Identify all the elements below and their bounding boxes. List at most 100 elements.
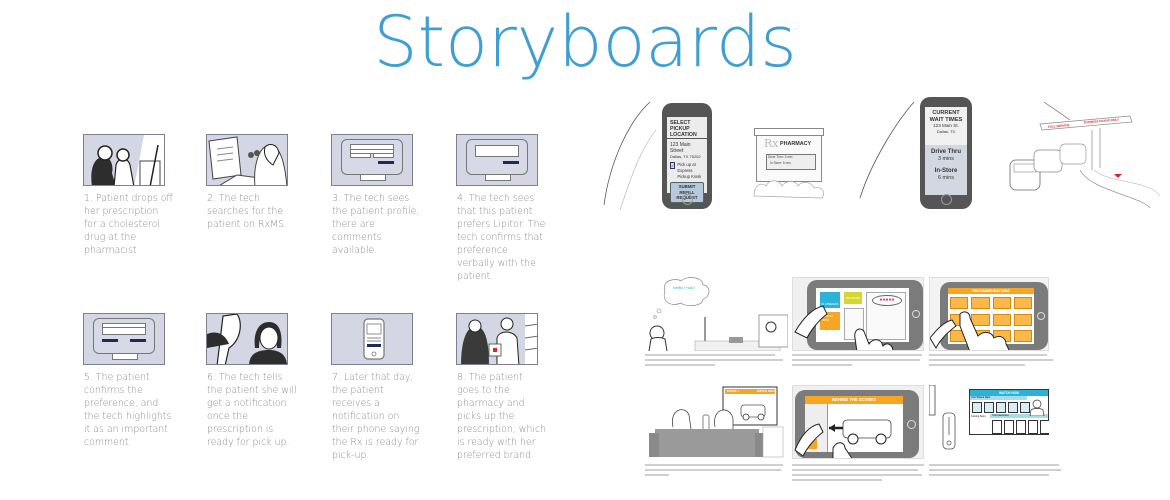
- kiosk-checkbox-label: Pick up at Express Pickup Kiosk: [677, 162, 702, 179]
- tech-patient-illustration: [207, 314, 287, 364]
- behind-the-scenes-header: BEHIND THE SCENES: [805, 396, 903, 404]
- shared-clip-tile[interactable]: [1020, 402, 1030, 413]
- recommendation-tile[interactable]: [950, 297, 969, 309]
- panel-1-illustration: [83, 134, 165, 186]
- favourite-tile[interactable]: [992, 420, 1002, 434]
- shared-clip-tile[interactable]: [972, 402, 982, 413]
- tablet-home-button-icon: [907, 420, 916, 429]
- pickup-counter-illustration: [457, 314, 537, 364]
- panel-3-illustration: [331, 134, 413, 186]
- tv-panel-6-caption: [929, 464, 1170, 479]
- panel-4-illustration: [456, 134, 538, 186]
- recommendation-tile[interactable]: [1013, 313, 1032, 326]
- tv-panel-4: PHASE 1 WATCH NOW: [645, 385, 788, 459]
- phone-wait-times: CURRENT WAIT TIMES 123 Main St. Dallas, …: [920, 97, 972, 209]
- hand-swiping-illustration: [794, 423, 853, 458]
- user-avatar-illustration: [1029, 399, 1045, 416]
- pickup-heading: SELECT PICKUP LOCATION: [667, 117, 707, 139]
- recommendation-tile[interactable]: [1013, 297, 1032, 309]
- tv-panel-2: IN CINEMAS REVIEWS WATCH NOW ●●●●●: [792, 277, 924, 351]
- tile-watch-now[interactable]: WATCH NOW: [820, 312, 840, 330]
- kiosk-checkbox[interactable]: ✓: [670, 162, 676, 169]
- hand-sketch-left: [603, 101, 657, 210]
- sign-bushes: [753, 180, 824, 199]
- drive-thru-scene: FULL SERVICE EXPRESS PICKUP ONLY: [1000, 100, 1170, 210]
- monitor-icon: [93, 318, 155, 354]
- panel-4-caption: 4. The tech sees that this patient prefe…: [457, 193, 546, 282]
- panel-7-caption: 7. Later that day, the patient receives …: [332, 372, 420, 461]
- panel-5-caption: 5. The patient confirms the preference, …: [84, 372, 172, 448]
- drive-thru-drawing: [1009, 101, 1161, 209]
- tablet-device: BEHIND THE SCENES: [795, 390, 919, 458]
- panel-8-illustration: [456, 313, 538, 365]
- favourites-row: [992, 420, 1049, 434]
- panel-3-caption: 3. The tech sees the patient profile, th…: [332, 193, 420, 256]
- phone-select-pickup: SELECT PICKUP LOCATION 123 Main Street D…: [662, 103, 712, 209]
- tv-panel-2-caption: [792, 354, 1062, 369]
- panel-6-caption: 6. The tech tells the patient she will g…: [207, 372, 297, 448]
- in-store-label: In-Store: [934, 168, 958, 174]
- rating-stars: ●●●●●: [872, 295, 902, 306]
- rx-symbol: Rx: [764, 137, 779, 150]
- sign-drive-thru: Drive Thru: 3 min: [768, 155, 793, 159]
- tile-reviews[interactable]: REVIEWS: [844, 292, 862, 304]
- tile-in-cinemas[interactable]: IN CINEMAS: [820, 292, 840, 308]
- grid-menu-icon[interactable]: [807, 439, 817, 449]
- tv-panel-6: WATCH NOW Your Shared Clips Coming Soon …: [929, 385, 1049, 459]
- hand-tapping-illustration: [930, 311, 1010, 350]
- sign-in-store: In Store: 6 min: [770, 161, 791, 165]
- monitor-icon: [466, 139, 528, 175]
- couch-tv-illustration: [649, 386, 784, 458]
- tv-panel-3: RECOMMENDATIONS: [929, 277, 1049, 351]
- pharmacy-sign: Rx PHARMACY Drive Thru: 3 min In Store: …: [752, 128, 826, 200]
- shared-clip-tile[interactable]: [1008, 402, 1018, 413]
- monitor-stand: [112, 354, 138, 360]
- monitor-stand: [485, 175, 511, 181]
- recommendation-tile[interactable]: [971, 313, 990, 326]
- drive-thru-value: 3 mins: [938, 156, 954, 162]
- panel-7-illustration: [331, 313, 413, 365]
- in-store-value: 6 mins: [938, 175, 954, 181]
- pickup-address-2: Dallas, TX 75202: [670, 154, 701, 159]
- pickup-address-1: 123 Main Street: [670, 142, 691, 154]
- monitor-icon: [341, 139, 403, 175]
- home-button-icon: [682, 194, 693, 205]
- recommendation-tile[interactable]: [992, 313, 1011, 326]
- panel-5-illustration: [83, 313, 165, 365]
- favourite-tile[interactable]: [1004, 420, 1014, 434]
- favourite-tile[interactable]: [1028, 420, 1038, 434]
- tv-panel-1: Netflix? Hulu?: [645, 277, 788, 351]
- phone-notification-illustration: [332, 314, 412, 364]
- wait-address-2: Dallas, TX: [936, 129, 956, 134]
- panel-6-illustration: [206, 313, 288, 365]
- recommendation-tile[interactable]: [971, 297, 990, 309]
- panel-2-illustration: [206, 134, 288, 186]
- drive-thru-label: Drive Thru: [930, 149, 961, 155]
- shared-clips-row: [972, 402, 1030, 413]
- page-title: Storyboards: [373, 1, 797, 83]
- favourite-tile[interactable]: [1016, 420, 1026, 434]
- car-illustration: [829, 419, 892, 445]
- home-button-icon: [941, 194, 952, 205]
- tablet-home-button-icon: [1037, 312, 1045, 320]
- panel-8-caption: 8. The patient goes to the pharmacy and …: [457, 372, 547, 461]
- wait-address-1: 123 Main St.: [933, 123, 959, 128]
- recommendation-tile[interactable]: [992, 297, 1011, 309]
- shared-clip-tile[interactable]: [996, 402, 1006, 413]
- tv-panel-5-caption: [792, 464, 1062, 484]
- shared-clip-tile[interactable]: [984, 402, 994, 413]
- coming-soon-label: Coming Soon: [971, 415, 986, 418]
- sign-pharmacy-label: PHARMACY: [780, 141, 812, 147]
- tv-panel-5: BEHIND THE SCENES: [792, 385, 924, 459]
- thought-bubble-text: Netflix? Hulu?: [673, 286, 696, 290]
- tv-panel-4-caption: [645, 464, 915, 479]
- favourite-tile[interactable]: [1040, 420, 1049, 434]
- watch-now-screen: WATCH NOW Your Shared Clips Coming Soon …: [969, 389, 1049, 435]
- hand-tapping-illustration: [794, 305, 894, 350]
- tv-header-left: PHASE 1: [727, 389, 739, 393]
- recommendation-tile[interactable]: [1013, 330, 1032, 343]
- wait-times-heading: CURRENT WAIT TIMES: [929, 110, 963, 123]
- watch-now-header: WATCH NOW: [970, 390, 1048, 396]
- patient-pharmacist-illustration: [84, 135, 164, 185]
- panel-1-caption: 1. Patient drops off her prescription fo…: [84, 193, 173, 256]
